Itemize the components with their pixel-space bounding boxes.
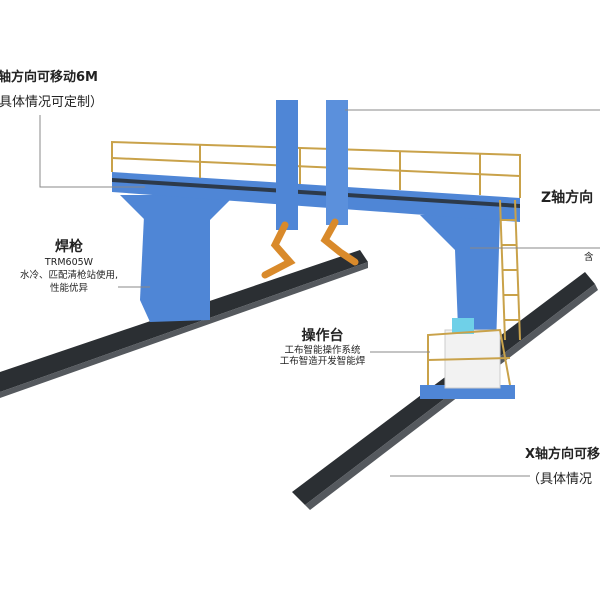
console-desc1: 工布智能操作系统 — [284, 345, 361, 356]
y-axis-callout-line2: （具体情况可定制） — [0, 95, 104, 110]
console-desc2: 工布智造开发智能焊 — [279, 356, 366, 367]
beam-railing — [111, 140, 521, 198]
y-axis-callout-line1: 轴方向可移动6M — [0, 70, 98, 85]
operator-console — [420, 318, 515, 399]
x-axis-callout-line2: （具体情况 — [527, 472, 593, 487]
torch-model: TRM605W — [44, 257, 94, 268]
welding-robot-arms — [261, 218, 359, 279]
z-column-1 — [276, 100, 298, 230]
cross-beam — [112, 172, 520, 222]
callout-lines — [39, 109, 600, 477]
left-rail — [0, 250, 368, 398]
x-axis-callout-line1: X轴方向可移 — [525, 447, 600, 462]
console-callout: 操作台 工布智能操作系统 工布智造开发智能焊 — [270, 325, 375, 367]
z-axis-callout: Z轴方向 — [541, 190, 594, 206]
z-column-2 — [326, 100, 348, 225]
right-partial-callout: 含 — [584, 252, 594, 263]
torch-callout: 焊枪 TRM605W 水冷、匹配清枪站使用, 性能优异 — [2, 236, 136, 295]
torch-desc2: 性能优异 — [49, 283, 88, 294]
console-title: 操作台 — [301, 328, 344, 344]
ladder — [499, 199, 521, 341]
torch-title: 焊枪 — [55, 239, 83, 255]
left-leg — [120, 195, 235, 322]
torch-desc1: 水冷、匹配清枪站使用, — [19, 270, 119, 281]
